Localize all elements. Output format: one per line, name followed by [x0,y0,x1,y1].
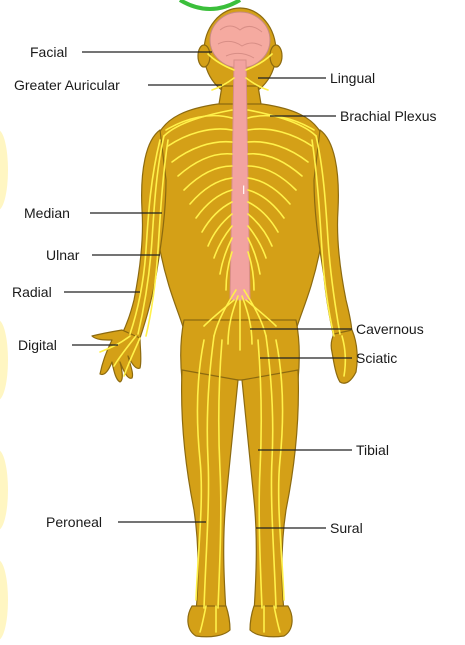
label-lingual: Lingual [330,70,375,86]
label-median: Median [24,205,70,221]
body-silhouette [92,8,357,637]
label-greater-auricular: Greater Auricular [14,77,120,93]
label-tibial: Tibial [356,442,389,458]
label-ulnar: Ulnar [46,247,79,263]
svg-text:I: I [242,183,245,197]
label-peroneal: Peroneal [46,514,102,530]
label-sural: Sural [330,520,363,536]
left-yellow-decoration-4 [0,560,8,640]
left-yellow-decoration-3 [0,450,8,530]
label-brachial-plexus: Brachial Plexus [340,108,437,124]
label-facial: Facial [30,44,67,60]
green-arc-decoration [180,0,240,9]
left-yellow-decoration-1 [0,130,8,210]
left-yellow-decoration-2 [0,320,8,400]
label-sciatic: Sciatic [356,350,397,366]
label-radial: Radial [12,284,52,300]
label-digital: Digital [18,337,57,353]
label-cavernous: Cavernous [356,321,424,337]
spinal-cord [230,60,250,300]
